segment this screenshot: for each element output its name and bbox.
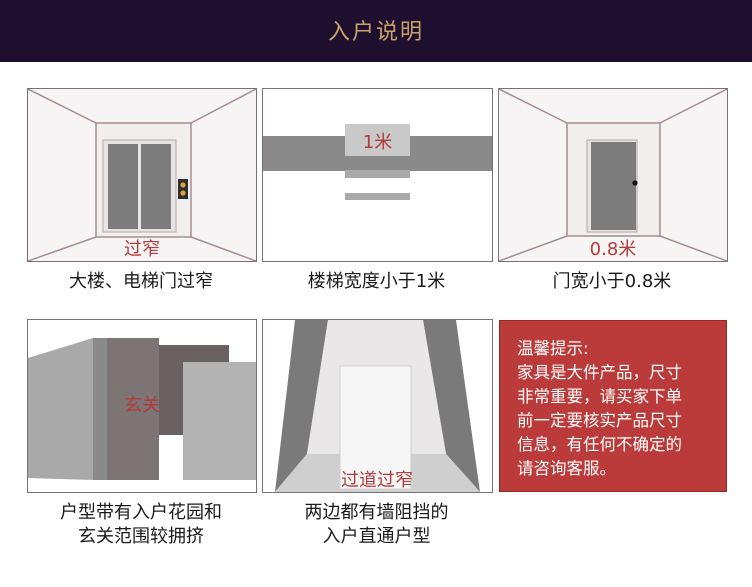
panel-label-hallway: 玄关 [124,395,160,416]
narrow-door-icon [499,89,727,261]
caption-stairs: 楼梯宽度小于1米 [307,271,446,292]
panel-hallway: 玄关 [27,319,257,493]
tip-line-2: 家具是大件产品，尺寸 [517,363,682,382]
stairs-width-icon [263,89,492,261]
panel-label-narrow: 过窄 [124,239,160,260]
caption-hallway-line-1: 户型带有入户花园和 [60,502,222,523]
caption-elevator: 大楼、电梯门过窄 [69,271,213,292]
caption-hallway-line-2: 玄关范围较拥挤 [78,526,204,547]
panel-label-corridor: 过道过窄 [341,470,413,491]
panel-corridor: 过道过窄 [262,319,493,493]
tip-line-3: 非常重要，请买家下单 [517,387,682,406]
caption-corridor: 两边都有墙阻挡的 入户直通户型 [262,501,491,549]
panel-elevator: 过窄 [27,88,257,262]
caption-hallway: 户型带有入户花园和 玄关范围较拥挤 [27,501,255,549]
entrance-hallway-icon [28,320,256,492]
panel-stairs: 1米 [262,88,493,262]
caption-corridor-line-2: 入户直通户型 [322,526,431,547]
tip-line-6: 请咨询客服。 [517,459,616,478]
caption-door: 门宽小于0.8米 [552,271,672,292]
panel-label-width: 1米 [362,132,393,153]
panel-label-door: 0.8米 [589,239,637,260]
tip-box: 温馨提示: 家具是大件产品，尺寸 非常重要，请买家下单 前一定要核实产品尺寸 信… [499,320,727,492]
narrow-corridor-icon [263,320,492,492]
tip-line-5: 信息，有任何不确定的 [517,435,682,454]
caption-corridor-line-1: 两边都有墙阻挡的 [304,502,449,523]
tip-line-1: 温馨提示: [517,339,589,358]
tip-line-4: 前一定要核实产品尺寸 [517,411,682,430]
elevator-doors-icon [28,89,256,261]
page-title: 入户说明 [327,20,424,45]
header-bar: 入户说明 [0,0,752,62]
panel-door: 0.8米 [498,88,728,262]
